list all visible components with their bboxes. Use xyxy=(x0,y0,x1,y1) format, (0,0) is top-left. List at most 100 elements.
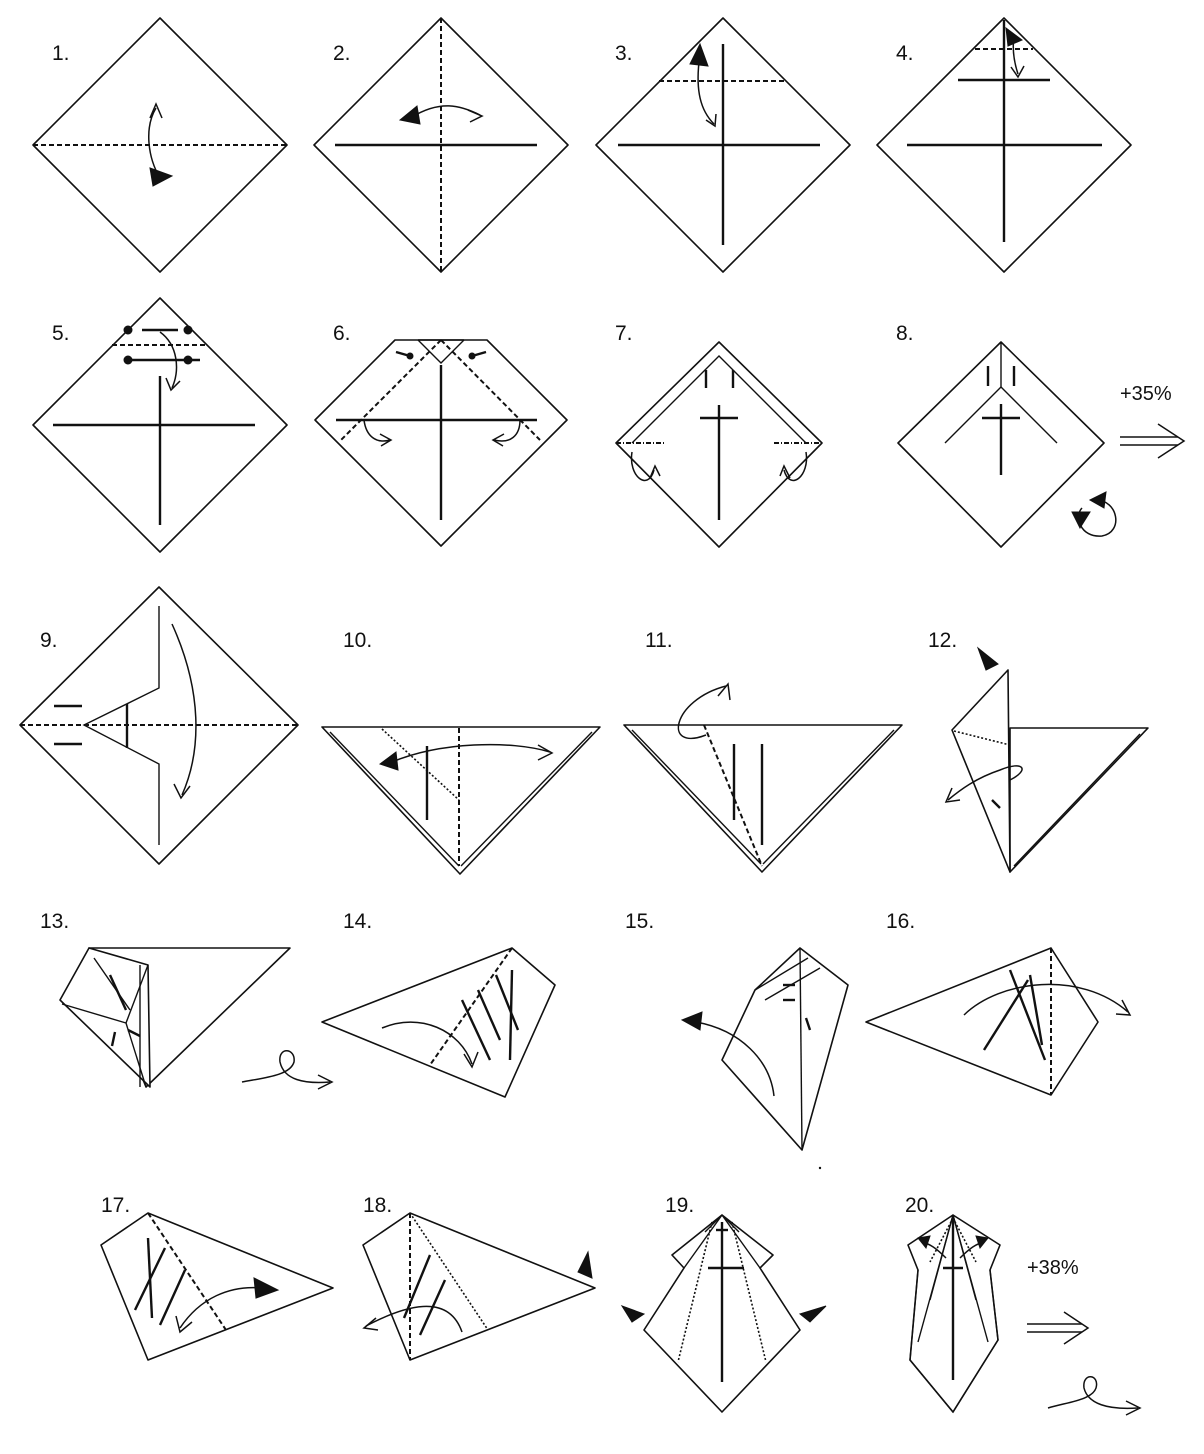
folded-paper xyxy=(321,726,601,875)
crease-line xyxy=(494,974,520,1031)
flap-edge xyxy=(762,729,895,865)
flap-edge xyxy=(125,1022,147,1088)
crease-line xyxy=(133,1247,167,1311)
flap-edge xyxy=(631,729,762,865)
turn-over-arrow xyxy=(1047,1376,1139,1410)
push-arrow-head xyxy=(577,1250,593,1279)
reference-line xyxy=(953,730,1011,746)
crease-line xyxy=(460,999,492,1061)
flap-edge xyxy=(721,1214,761,1269)
flap-edge xyxy=(754,957,809,991)
step-20: 20. +38% xyxy=(905,1194,1142,1416)
folded-paper xyxy=(100,1212,334,1361)
reference-line xyxy=(381,728,460,801)
step-16: 16. xyxy=(865,910,1132,1096)
step-19: 19. xyxy=(620,1194,827,1413)
fold-arrow xyxy=(695,1021,775,1097)
arrow-head-open xyxy=(1010,65,1025,79)
scale-note: +38% xyxy=(1027,1257,1079,1279)
arrow-head-open xyxy=(463,1051,479,1069)
flap-edge xyxy=(704,1214,723,1233)
reference-line xyxy=(731,1221,767,1363)
fold-arrow xyxy=(391,743,551,763)
push-arrow-head xyxy=(976,646,999,671)
step-number: 11. xyxy=(645,629,673,652)
folded-paper xyxy=(321,947,556,1098)
fold-arrow xyxy=(159,331,178,389)
arrow-head-filled xyxy=(689,42,709,67)
crease-line xyxy=(991,799,1001,809)
arrow-head-open xyxy=(537,744,554,761)
step-3: 3. xyxy=(595,17,851,273)
fold-arrow xyxy=(365,1305,463,1333)
arrow-head-filled xyxy=(1071,511,1091,530)
folded-flap xyxy=(59,947,151,1088)
flap-edge xyxy=(929,1214,954,1301)
step-number: 18. xyxy=(363,1194,392,1217)
scale-note: +35% xyxy=(1120,383,1172,405)
crease-line xyxy=(110,1031,117,1047)
step-number: 6. xyxy=(333,322,351,345)
arrow-head-open xyxy=(362,1317,379,1331)
reference-point xyxy=(123,325,133,335)
arrow-head-open xyxy=(649,464,661,479)
arrow-head-open xyxy=(175,1315,193,1334)
fold-arrow xyxy=(381,1021,473,1065)
crease-line xyxy=(804,1017,812,1031)
folded-paper xyxy=(362,1212,596,1361)
step-4: 4. xyxy=(876,17,1132,273)
step-10: 10. xyxy=(321,629,601,875)
reference-point xyxy=(406,352,414,360)
fold-arrow xyxy=(697,61,715,125)
arrow-head-filled xyxy=(378,751,399,771)
folded-paper xyxy=(865,947,1099,1096)
flap-edge xyxy=(460,731,593,867)
flap-edge xyxy=(329,731,460,867)
step-9: 9. xyxy=(19,586,299,865)
arrow-head-open xyxy=(779,464,791,479)
step-6: 6. xyxy=(314,322,568,547)
crease-line xyxy=(1008,969,1047,1061)
arrow-head-open xyxy=(705,113,717,128)
turn-over-arrow xyxy=(241,1050,331,1084)
flap-edge xyxy=(93,957,131,1011)
reference-line xyxy=(677,1221,713,1363)
arrow-head-open xyxy=(149,102,163,119)
step-number: 12. xyxy=(928,629,957,652)
step-7: 7. xyxy=(615,322,823,548)
fold-arrow xyxy=(783,451,808,482)
step-13: 13. xyxy=(40,910,334,1090)
step-1: 1. xyxy=(32,17,288,273)
step-17: 17. xyxy=(100,1194,334,1361)
next-view-arrow xyxy=(1027,1323,1082,1333)
reference-line xyxy=(952,1217,977,1263)
step-15: 15. xyxy=(625,910,849,1170)
step-number: 15. xyxy=(625,910,654,933)
step-number: 14. xyxy=(343,910,372,933)
step-8: 8. +35% xyxy=(896,322,1186,548)
flap-edge xyxy=(1013,733,1141,867)
fold-arrow xyxy=(171,623,197,796)
folded-paper xyxy=(1009,727,1149,873)
reference-point xyxy=(468,352,476,360)
step-12: 12. xyxy=(928,629,1149,873)
fold-arrow xyxy=(179,1286,263,1329)
tie-body-edge xyxy=(909,1269,999,1414)
flap-edge xyxy=(683,1214,723,1269)
step-11: 11. xyxy=(623,629,903,873)
fold-arrow xyxy=(363,419,391,442)
step-number: 5. xyxy=(52,322,70,345)
step-number: 1. xyxy=(52,42,70,65)
arrow-head-filled xyxy=(253,1277,280,1299)
arrow-head-open xyxy=(1125,1400,1142,1416)
arrow-head-open xyxy=(165,377,181,392)
inner-flap-edge xyxy=(631,355,807,444)
next-view-arrow xyxy=(1120,436,1178,446)
fold-arrow xyxy=(493,419,521,442)
arrow-head-open xyxy=(1063,1311,1090,1345)
reference-point xyxy=(183,355,193,365)
folded-paper xyxy=(721,947,849,1151)
flap-edge xyxy=(125,964,149,1024)
arrow-head-open xyxy=(379,433,393,447)
